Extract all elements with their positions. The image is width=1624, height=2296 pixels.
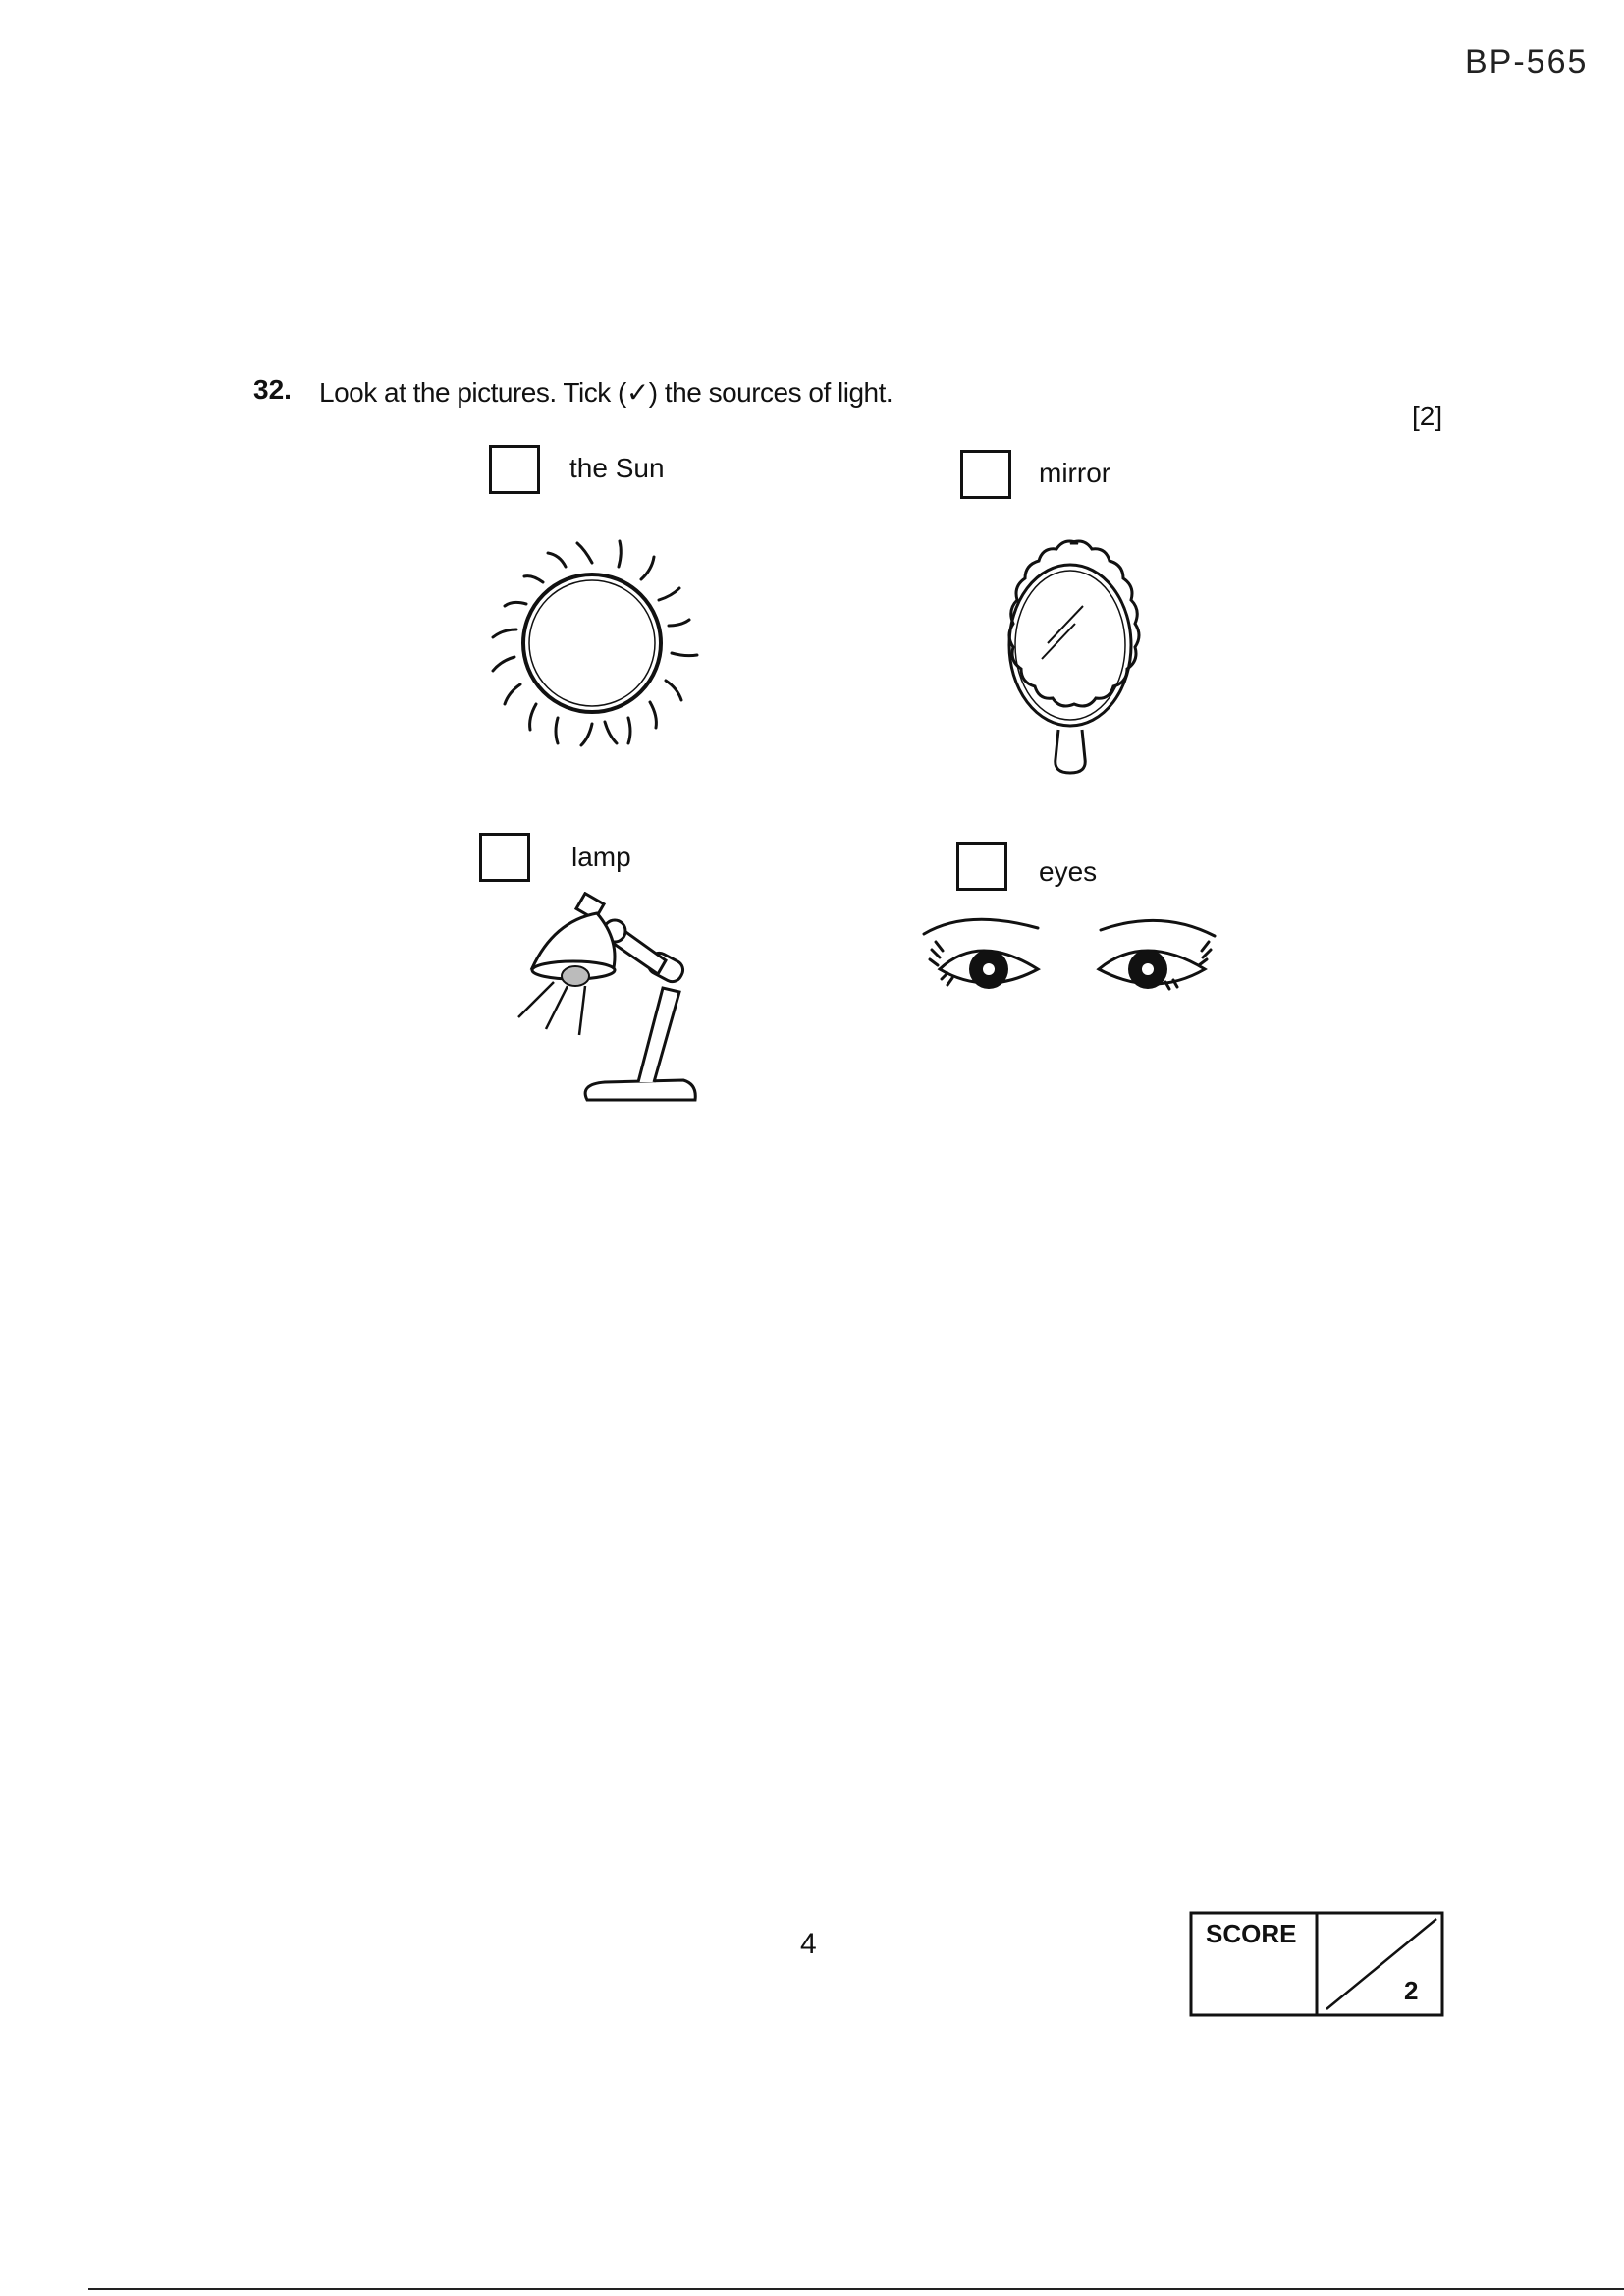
score-label: SCORE	[1206, 1919, 1297, 1948]
bottom-rule	[88, 2288, 1624, 2290]
question-text: Look at the pictures. Tick (✓) the sourc…	[319, 377, 893, 408]
question-marks: [2]	[1412, 401, 1443, 431]
paper-code: BP-565	[1465, 43, 1589, 81]
lamp-icon	[517, 892, 697, 1102]
eyes-checkbox[interactable]	[956, 842, 1007, 891]
score-total: 2	[1404, 1976, 1419, 2005]
eyes-label: eyes	[1039, 856, 1098, 887]
mirror-checkbox[interactable]	[960, 450, 1011, 499]
page-number: 4	[800, 1928, 817, 1960]
question-number: 32.	[253, 374, 292, 405]
lamp-label: lamp	[571, 842, 631, 872]
eyes-icon	[922, 917, 1217, 991]
mirror-label: mirror	[1039, 458, 1111, 488]
sun-checkbox[interactable]	[489, 445, 540, 494]
score-box	[1189, 1911, 1444, 2017]
lamp-checkbox[interactable]	[479, 833, 530, 882]
mirror-icon	[1007, 539, 1141, 775]
sun-label: the Sun	[569, 453, 665, 483]
sun-icon	[491, 539, 699, 747]
